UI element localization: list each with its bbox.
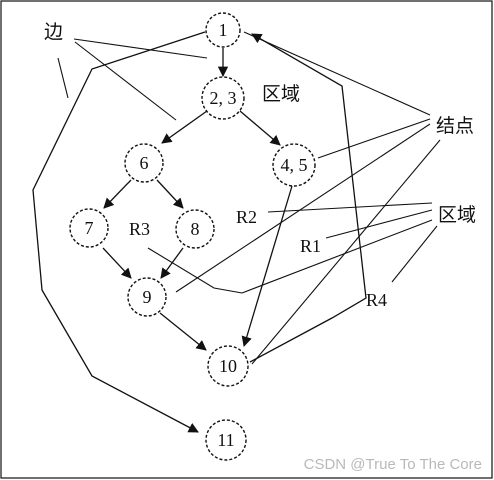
node-8: 8 — [175, 209, 215, 249]
node-10: 10 — [207, 345, 249, 387]
node-10-circle — [207, 345, 249, 387]
region-label-r1: R1 — [300, 236, 321, 256]
node-7: 7 — [69, 208, 109, 248]
flow-edges — [32, 31, 367, 433]
node-1: 1 — [205, 12, 241, 48]
node-11-label: 11 — [217, 430, 234, 450]
node-8-label: 8 — [191, 219, 200, 239]
annotation-pointers — [57, 31, 441, 365]
annotation-node: 结点 — [436, 115, 474, 137]
node-11: 11 — [205, 419, 247, 461]
edge-23-to-6 — [161, 110, 208, 144]
node-6: 6 — [124, 143, 164, 183]
node-2-3-label: 2, 3 — [210, 88, 237, 108]
pointer-region-to-r1 — [325, 209, 433, 239]
edge-6-to-7 — [103, 179, 132, 209]
node-9: 9 — [127, 277, 167, 317]
node-7-circle — [69, 208, 109, 248]
node-4-5-label: 4, 5 — [281, 155, 308, 175]
pointer-region-to-r4 — [391, 225, 438, 283]
edge-6-to-8 — [156, 179, 184, 209]
node-1-circle — [205, 12, 241, 48]
pointer-region-to-r3 — [241, 219, 433, 294]
region-label-r3: R3 — [129, 219, 150, 239]
node-6-label: 6 — [140, 153, 149, 173]
edge-9-to-10 — [159, 312, 207, 351]
node-2-3-circle — [201, 76, 245, 120]
edge-23-to-45 — [239, 110, 281, 146]
pointer-edge-c — [57, 57, 69, 99]
node-4-5-circle — [272, 143, 316, 187]
node-4-5: 4, 5 — [272, 143, 316, 187]
node-9-label: 9 — [143, 287, 152, 307]
annotation-edge: 边 — [44, 21, 63, 43]
watermark: CSDN @True To The Core — [304, 456, 482, 473]
node-8-circle — [175, 209, 215, 249]
pointer-node-to-9 — [175, 123, 431, 293]
pointer-r3-connector — [147, 247, 243, 294]
pointer-node-to-1 — [243, 31, 431, 116]
edge-10-back-to-1 — [249, 33, 367, 363]
pointer-edge-a — [73, 38, 208, 59]
region-label-r4: R4 — [366, 290, 387, 310]
node-6-circle — [124, 143, 164, 183]
node-1-label: 1 — [219, 20, 228, 40]
edge-45-to-10 — [241, 185, 293, 347]
node-7-label: 7 — [85, 218, 94, 238]
node-2-3: 2, 3 — [201, 76, 245, 120]
pointer-node-to-45 — [317, 118, 431, 159]
node-9-circle — [127, 277, 167, 317]
region-label-r2: R2 — [236, 207, 257, 227]
pointer-node-to-10 — [251, 139, 441, 365]
edge-1-to-11 — [32, 31, 206, 433]
annotation-region-top: 区域 — [262, 83, 300, 105]
pointer-region-to-r2 — [267, 202, 433, 213]
node-10-label: 10 — [219, 356, 237, 376]
edge-7-to-9 — [102, 247, 132, 279]
pointer-edge-b — [74, 41, 177, 121]
node-11-circle — [205, 419, 247, 461]
annotation-region-right: 区域 — [438, 204, 476, 226]
